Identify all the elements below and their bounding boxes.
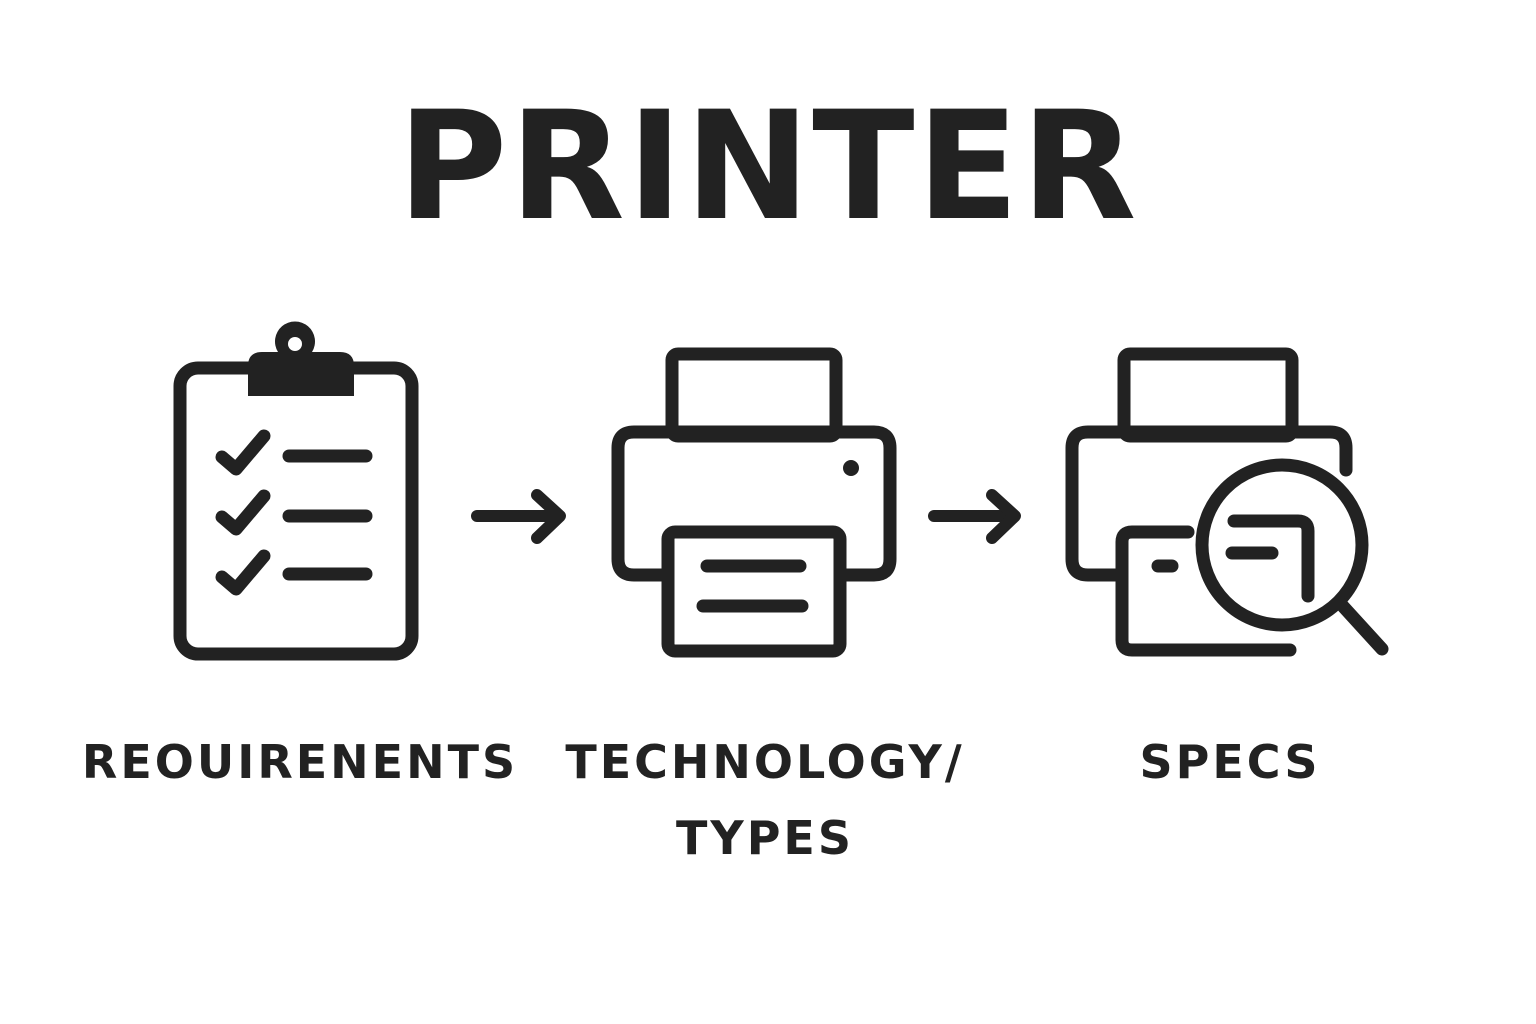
step-label-technology-types: TECHNOLOGY/ TYPES [550, 724, 980, 876]
clipboard-checklist-icon [173, 321, 419, 661]
step-label-requirements: REOUIRENENTS [81, 735, 519, 789]
diagram-title: PRINTER [397, 80, 1139, 254]
step-label-line: TYPES [676, 811, 854, 865]
arrow-right-icon [471, 489, 566, 544]
printer-magnifier-icon [1065, 347, 1389, 657]
printer-icon [611, 347, 897, 658]
step-label-specs: SPECS [1139, 735, 1321, 789]
arrow-right-icon [928, 489, 1021, 544]
step-label-line: TECHNOLOGY/ [565, 735, 965, 789]
